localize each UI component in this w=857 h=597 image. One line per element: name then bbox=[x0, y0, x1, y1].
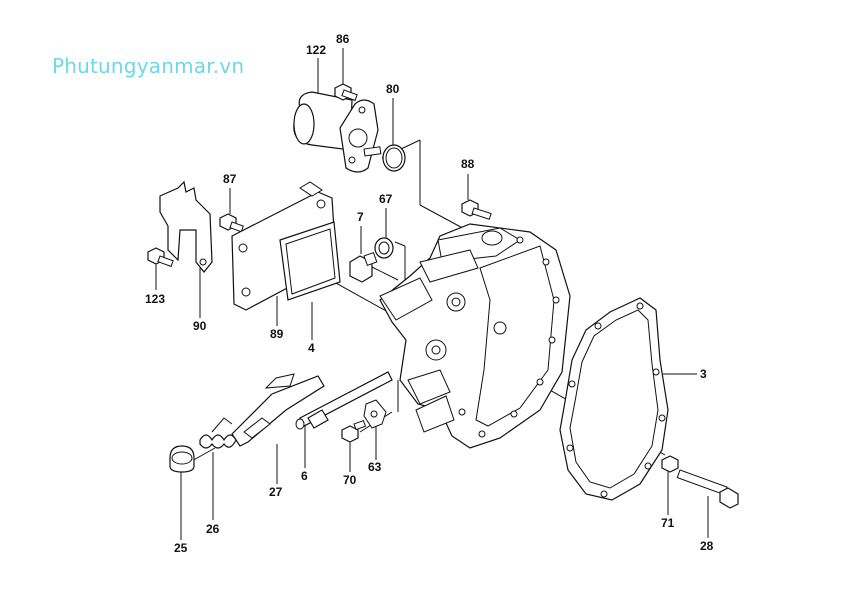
callout-90: 90 bbox=[193, 319, 207, 333]
lever-27 bbox=[231, 373, 325, 447]
callout-88: 88 bbox=[461, 157, 475, 171]
callout-4: 4 bbox=[308, 341, 315, 355]
spring-26 bbox=[199, 417, 237, 449]
bolt-87 bbox=[219, 213, 244, 233]
callout-67: 67 bbox=[379, 192, 393, 206]
governor-housing bbox=[379, 223, 571, 449]
callout-7: 7 bbox=[357, 210, 364, 224]
callout-89: 89 bbox=[270, 327, 284, 341]
callout-3: 3 bbox=[700, 367, 707, 381]
callout-80: 80 bbox=[386, 82, 400, 96]
callout-27: 27 bbox=[269, 485, 283, 499]
callout-122: 122 bbox=[306, 43, 326, 57]
gasket-3 bbox=[559, 297, 669, 501]
callout-87: 87 bbox=[223, 172, 237, 186]
callout-25: 25 bbox=[174, 541, 188, 555]
gasket-4 bbox=[279, 221, 341, 301]
nut-71 bbox=[661, 455, 679, 473]
solenoid-part bbox=[293, 91, 382, 173]
callout-86: 86 bbox=[336, 32, 350, 46]
plug-25 bbox=[169, 445, 195, 473]
bolt-70 bbox=[341, 419, 367, 443]
watermark: Phutungyanmar.vn bbox=[52, 54, 245, 78]
bolt-86 bbox=[334, 83, 358, 102]
callout-70: 70 bbox=[343, 473, 357, 487]
callout-26: 26 bbox=[206, 522, 220, 536]
plug-7 bbox=[349, 251, 378, 283]
callout-6: 6 bbox=[301, 469, 308, 483]
bolt-88 bbox=[461, 199, 492, 220]
callout-71: 71 bbox=[661, 516, 675, 530]
sleeve-6 bbox=[295, 409, 329, 430]
callout-123: 123 bbox=[145, 292, 165, 306]
callout-labels: 122 86 80 88 87 7 67 123 90 89 4 3 6 70 … bbox=[145, 32, 714, 555]
callout-63: 63 bbox=[368, 460, 382, 474]
bracket-90 bbox=[159, 180, 213, 273]
bolt-28 bbox=[676, 469, 739, 509]
bolt-123 bbox=[147, 247, 174, 268]
callout-28: 28 bbox=[700, 539, 714, 553]
